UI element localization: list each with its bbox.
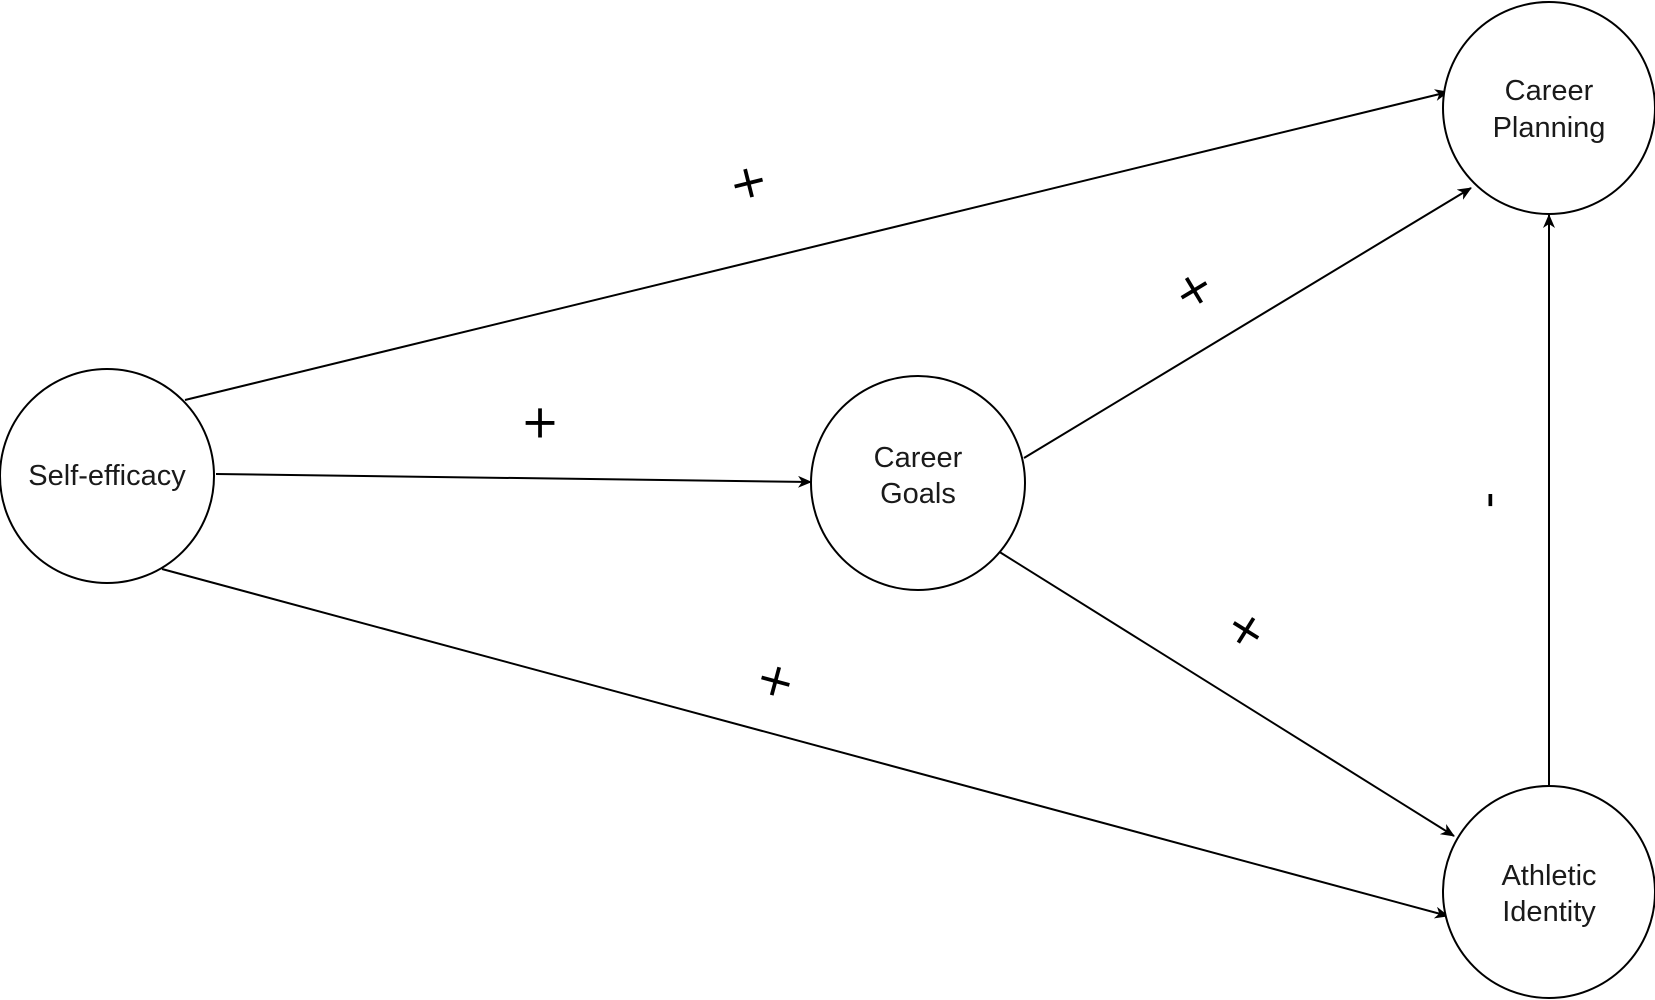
node-career-goals: Career Goals <box>810 375 1026 591</box>
sign-self-efficacy-to-athletic-identity: + <box>750 649 801 711</box>
node-career-planning-label-line-2: Planning <box>1493 112 1606 144</box>
sign-career-goals-to-athletic-identity: + <box>1216 596 1277 662</box>
sign-athletic-identity-to-career-planning: - <box>1467 492 1521 509</box>
node-career-planning: Career Planning <box>1442 1 1655 215</box>
sign-self-efficacy-to-career-planning: + <box>723 151 773 213</box>
node-self-efficacy: Self-efficacy <box>0 368 215 584</box>
node-career-goals-label-line-2: Goals <box>880 478 956 510</box>
sign-self-efficacy-to-career-goals: + <box>521 395 560 449</box>
edge-self-efficacy-to-career-goals <box>215 473 812 488</box>
node-athletic-identity-label-line-2: Identity <box>1502 896 1596 928</box>
sign-career-goals-to-career-planning: + <box>1163 256 1224 322</box>
node-athletic-identity: Athletic Identity <box>1442 785 1655 999</box>
node-career-goals-label-line-1: Career <box>874 442 963 474</box>
edge-career-goals-to-athletic-identity <box>997 550 1455 837</box>
node-career-planning-label-line-1: Career <box>1505 75 1594 107</box>
node-athletic-identity-label-line-1: Athletic <box>1501 860 1596 892</box>
edge-self-efficacy-to-career-planning <box>184 89 1449 401</box>
node-self-efficacy-label: Self-efficacy <box>28 460 186 492</box>
edge-career-goals-to-career-planning <box>1023 187 1472 459</box>
edge-self-efficacy-to-athletic-identity <box>161 568 1449 919</box>
